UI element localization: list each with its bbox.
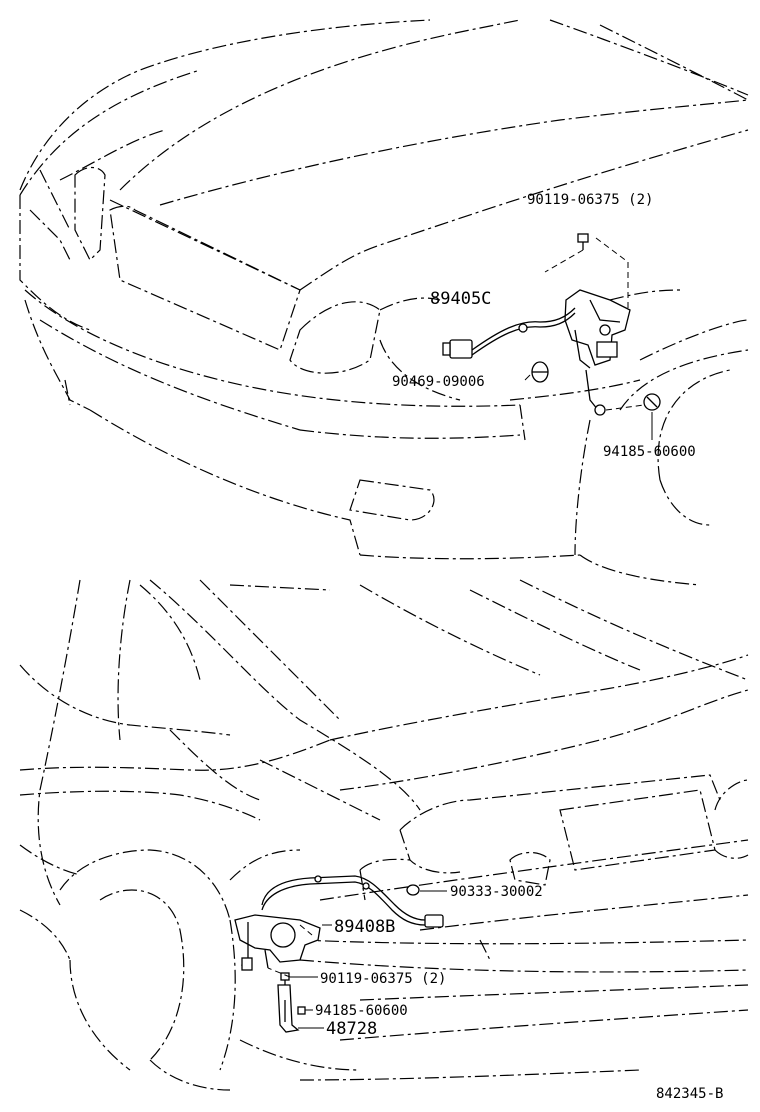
rear-nut-part: [297, 1006, 306, 1015]
front-nut-label: 94185-60600: [603, 444, 696, 460]
rear-sensor-label: 89408B: [334, 917, 395, 937]
rear-plug-part: [406, 884, 420, 896]
front-clamp-part: [531, 361, 549, 383]
front-height-sensor-part: [442, 289, 631, 416]
front-leaders: [524, 237, 653, 440]
front-clamp-label: 90469-09006: [392, 374, 485, 390]
rear-leaders: [267, 890, 447, 1029]
front-bolt-label: 90119-06375 (2): [527, 192, 653, 208]
rear-bolt-label: 90119-06375 (2): [320, 971, 446, 987]
front-parts: [442, 233, 661, 416]
rear-vehicle-outline: [19, 579, 749, 1091]
front-vehicle-outline: [19, 19, 749, 586]
rear-nut-label: 94185-60600: [315, 1003, 408, 1019]
rear-link-label: 48728: [326, 1019, 377, 1039]
rear-parts: [234, 875, 444, 1033]
front-sensor-label: 89405C: [430, 289, 491, 309]
rear-plug-label: 90333-30002: [450, 884, 543, 900]
rear-height-sensor-part: [234, 914, 321, 971]
front-nut-part: [643, 393, 661, 411]
diagram-id: 842345-B: [656, 1086, 723, 1102]
rear-harness-part: [261, 875, 444, 928]
rear-link-part: [277, 984, 300, 1033]
front-bolt-part: [577, 233, 589, 250]
